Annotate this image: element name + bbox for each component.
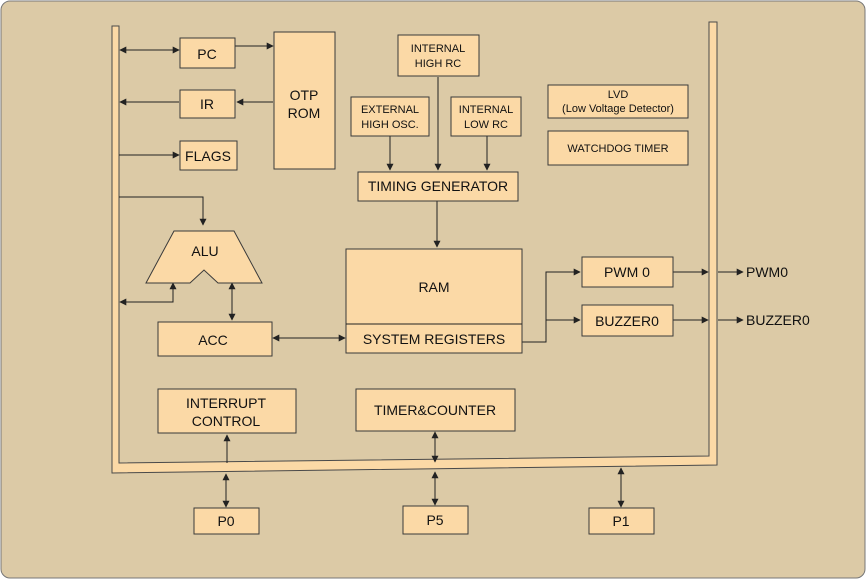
internal-low-rc-line2: LOW RC: [464, 119, 508, 131]
acc-label: ACC: [198, 332, 228, 348]
p0-label: P0: [217, 513, 234, 529]
otp-rom-block: OTP ROM: [273, 31, 336, 170]
system-registers-label: SYSTEM REGISTERS: [363, 331, 505, 347]
lvd-line1: LVD: [608, 89, 629, 101]
ir-block: IR: [179, 89, 236, 119]
p5-label: P5: [426, 512, 443, 528]
alu-label: ALU: [191, 243, 218, 259]
ir-label: IR: [200, 96, 214, 112]
timing-generator-block: TIMING GENERATOR: [357, 171, 519, 202]
timing-generator-label: TIMING GENERATOR: [368, 178, 508, 194]
internal-high-rc-block: INTERNAL HIGH RC: [397, 34, 480, 77]
internal-low-rc-block: INTERNAL LOW RC: [450, 96, 522, 137]
acc-block: ACC: [157, 321, 273, 357]
interrupt-control-line1: INTERRUPT: [186, 395, 267, 411]
external-high-osc-block: EXTERNAL HIGH OSC.: [350, 96, 430, 137]
lvd-block: LVD (Low Voltage Detector): [547, 84, 689, 119]
external-high-osc-line1: EXTERNAL: [361, 104, 419, 116]
otp-rom-label-line2: ROM: [288, 105, 321, 121]
internal-high-rc-line1: INTERNAL: [411, 43, 465, 55]
internal-bus: [111, 21, 718, 474]
alu-block: ALU: [145, 230, 263, 284]
p1-label: P1: [612, 513, 629, 529]
ram-label: RAM: [418, 279, 449, 295]
pc-block: PC: [179, 37, 236, 69]
timer-counter-block: TIMER&COUNTER: [355, 388, 516, 432]
p0-port-block: P0: [193, 507, 260, 535]
internal-high-rc-line2: HIGH RC: [415, 58, 462, 70]
buzzer0-block-label: BUZZER0: [595, 313, 659, 329]
pwm0-block-label: PWM 0: [604, 264, 650, 280]
pwm0-pin-label: PWM0: [746, 264, 788, 280]
watchdog-timer-label: WATCHDOG TIMER: [567, 143, 668, 155]
buzzer0-pin-label: BUZZER0: [746, 312, 810, 328]
lvd-line2: (Low Voltage Detector): [562, 103, 674, 115]
pc-label: PC: [197, 46, 216, 62]
buzzer0-block: BUZZER0: [581, 304, 674, 337]
interrupt-control-block: INTERRUPT CONTROL: [157, 388, 297, 434]
watchdog-timer-block: WATCHDOG TIMER: [547, 130, 689, 166]
external-high-osc-line2: HIGH OSC.: [361, 119, 418, 131]
otp-rom-label-line1: OTP: [290, 87, 319, 103]
pwm0-block: PWM 0: [581, 256, 674, 288]
internal-low-rc-line1: INTERNAL: [459, 104, 513, 116]
connections: [119, 42, 744, 508]
flags-block: FLAGS: [179, 140, 238, 171]
flags-label: FLAGS: [185, 148, 231, 164]
ram-block: RAM SYSTEM REGISTERS: [345, 248, 523, 354]
timer-counter-label: TIMER&COUNTER: [374, 402, 496, 418]
interrupt-control-line2: CONTROL: [192, 413, 261, 429]
p5-port-block: P5: [402, 505, 469, 535]
p1-port-block: P1: [588, 507, 655, 535]
